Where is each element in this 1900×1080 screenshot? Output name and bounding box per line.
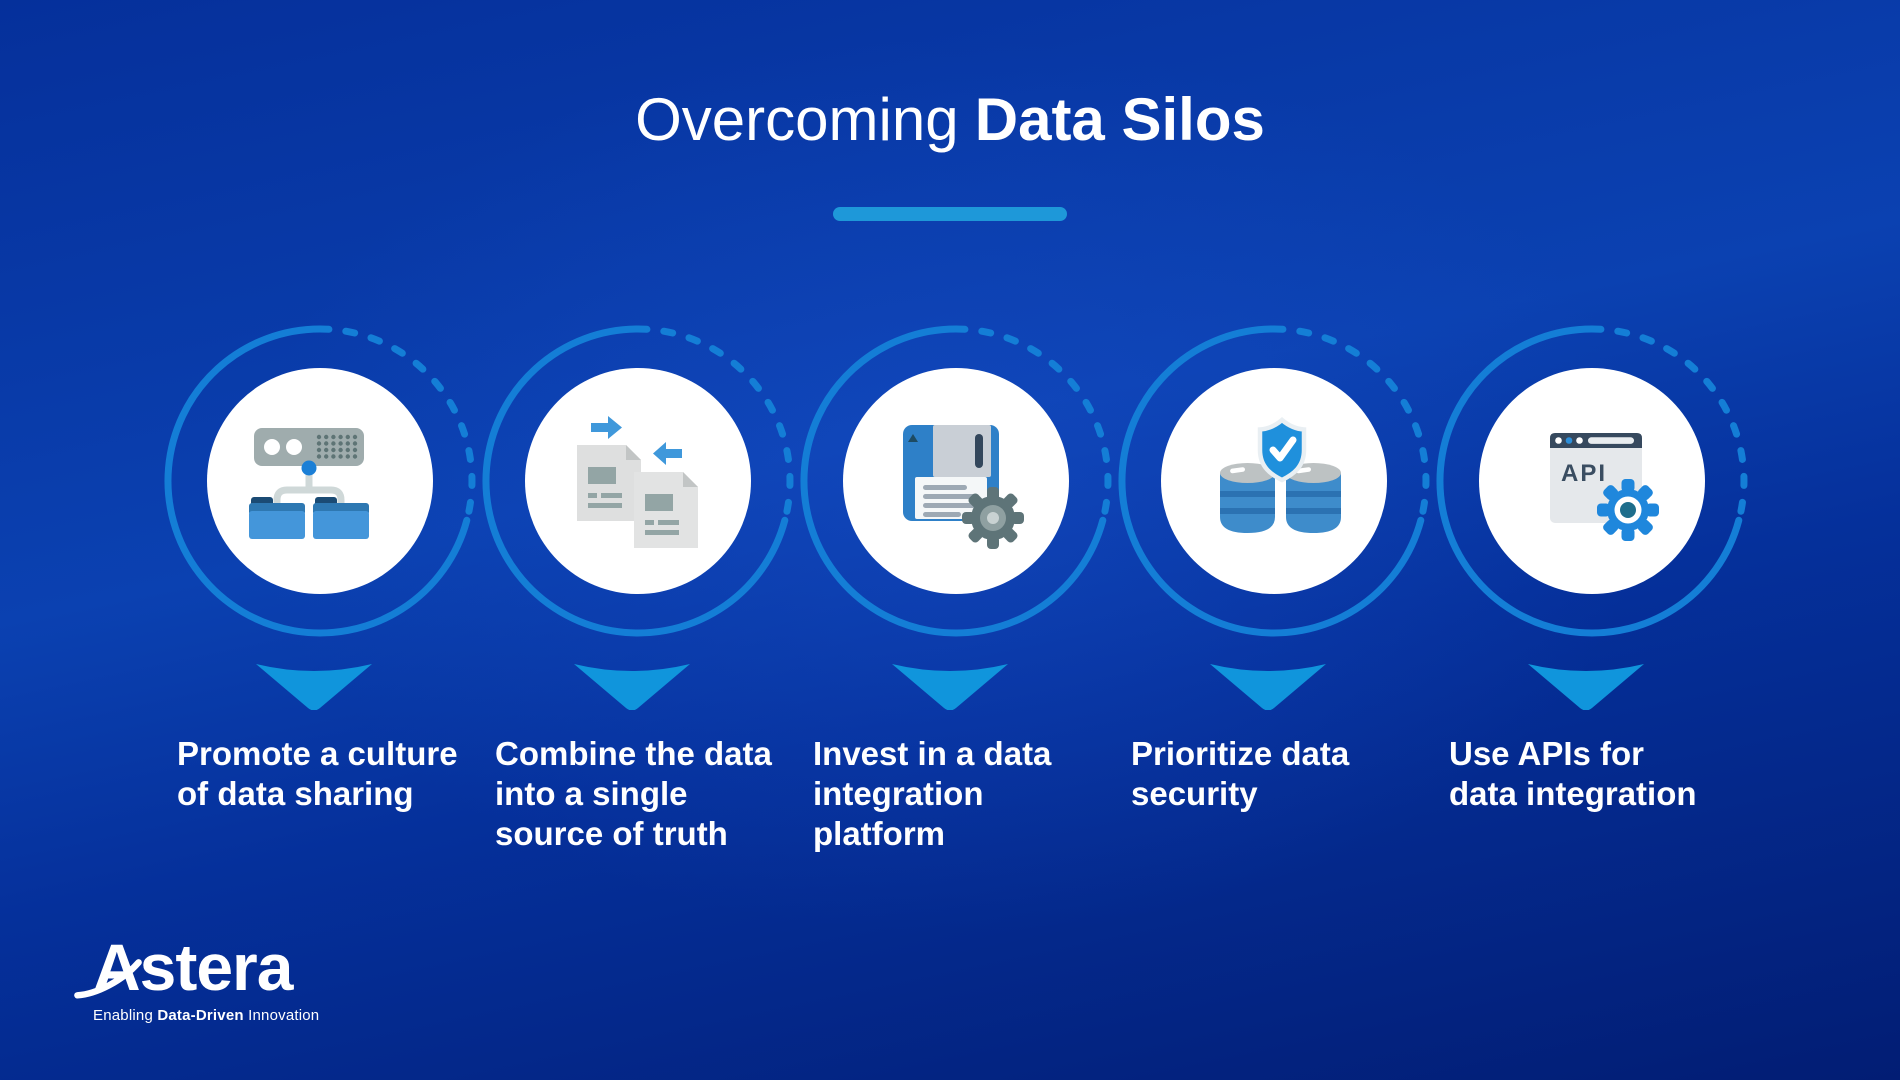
pointer-triangle: [892, 664, 1008, 710]
logo-tagline: Enabling Data-Driven Innovation: [93, 1007, 320, 1024]
step-circle-3: [791, 316, 1121, 646]
logo-wordmark-text: Astera: [93, 930, 293, 1004]
pointer-triangle: [256, 664, 372, 710]
database-shield-icon: [1220, 417, 1341, 533]
documents-sync-icon: [577, 416, 698, 548]
step-circle-2: [473, 316, 803, 646]
step-column-2: Combine the data into a single source of…: [473, 316, 794, 854]
pointer-triangle: [1528, 664, 1644, 710]
floppy-disk-gear-icon: [903, 425, 1024, 549]
step-caption: Use APIs for data integration: [1449, 735, 1697, 812]
api-label-text: API: [1561, 460, 1607, 487]
server-network-icon: [249, 428, 369, 539]
pointer-triangle: [574, 664, 690, 710]
step-column-5: API: [1427, 316, 1748, 854]
step-caption: Invest in a data integration platform: [813, 735, 1052, 852]
logo-swoosh-icon: [74, 959, 142, 999]
astera-logo: Astera Enabling Data-Driven Innovation: [74, 934, 320, 1024]
step-caption: Combine the data into a single source of…: [495, 735, 772, 852]
title-regular-part: Overcoming: [635, 86, 959, 153]
step-circle-4: [1109, 316, 1439, 646]
step-caption: Prioritize data security: [1131, 735, 1350, 812]
step-column-1: Promote a culture of data sharing: [155, 316, 476, 854]
step-caption: Promote a culture of data sharing: [177, 735, 458, 812]
pointer-triangle: [1210, 664, 1326, 710]
logo-wordmark: Astera: [74, 934, 319, 1000]
api-browser-gear-icon: API: [1550, 433, 1659, 541]
step-column-4: Prioritize data security: [1109, 316, 1430, 854]
steps-row: Promote a culture of data sharing: [155, 316, 1748, 854]
step-column-3: Invest in a data integration platform: [791, 316, 1112, 854]
title-underline: [833, 207, 1067, 221]
step-circle-5: API: [1427, 316, 1757, 646]
step-circle-1: [155, 316, 485, 646]
title-bold-part: Data Silos: [974, 86, 1265, 153]
